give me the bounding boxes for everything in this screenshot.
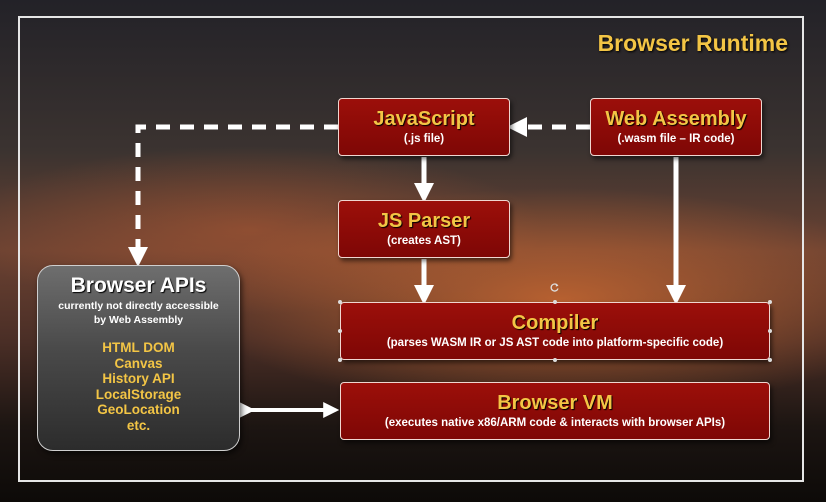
api-item-canvas: Canvas — [114, 355, 163, 371]
browser-apis-note-line1: currently not directly accessible — [58, 300, 219, 312]
selection-handle[interactable] — [768, 300, 772, 304]
api-item-geolocation: GeoLocation — [97, 402, 180, 417]
browser-apis-title: Browser APIs — [70, 274, 207, 297]
rotate-handle-icon[interactable] — [549, 282, 560, 293]
javascript-title: JavaScript — [373, 108, 475, 130]
webassembly-subtitle: (.wasm file – IR code) — [617, 133, 735, 145]
api-item-html-dom: HTML DOM — [102, 340, 175, 355]
selection-handle[interactable] — [338, 358, 342, 362]
selection-handle[interactable] — [768, 329, 772, 333]
selection-handle[interactable] — [553, 358, 557, 362]
selection-handle[interactable] — [338, 329, 342, 333]
browser-apis-note-line2: by Web Assembly — [93, 314, 184, 326]
browser-apis-box: Browser APIs currently not directly acce… — [37, 265, 240, 451]
js-parser-subtitle: (creates AST) — [387, 235, 461, 247]
runtime-frame — [18, 16, 804, 482]
js-parser-title: JS Parser — [377, 210, 471, 232]
runtime-title: Browser Runtime — [597, 30, 788, 56]
javascript-subtitle: (.js file) — [403, 133, 445, 145]
browser-apis-list: HTML DOM Canvas History API LocalStorage… — [38, 340, 239, 433]
selection-handle[interactable] — [553, 300, 557, 304]
compiler-box[interactable]: Compiler (parses WASM IR or JS AST code … — [340, 302, 770, 360]
browser-vm-subtitle: (executes native x86/ARM code & interact… — [384, 417, 726, 429]
webassembly-box: Web Assembly (.wasm file – IR code) — [590, 98, 762, 156]
browser-vm-box: Browser VM (executes native x86/ARM code… — [340, 382, 770, 440]
arrow-js-to-apis — [128, 124, 338, 267]
api-item-history: History API — [102, 371, 175, 386]
webassembly-title: Web Assembly — [605, 108, 747, 130]
js-parser-box: JS Parser (creates AST) — [338, 200, 510, 258]
compiler-title: Compiler — [511, 312, 599, 334]
compiler-subtitle: (parses WASM IR or JS AST code into plat… — [386, 337, 724, 349]
selection-handle[interactable] — [768, 358, 772, 362]
selection-handle[interactable] — [338, 300, 342, 304]
browser-vm-title: Browser VM — [497, 392, 613, 414]
javascript-box: JavaScript (.js file) — [338, 98, 510, 156]
api-item-localstorage: LocalStorage — [95, 386, 182, 402]
api-item-etc: etc. — [126, 417, 151, 433]
